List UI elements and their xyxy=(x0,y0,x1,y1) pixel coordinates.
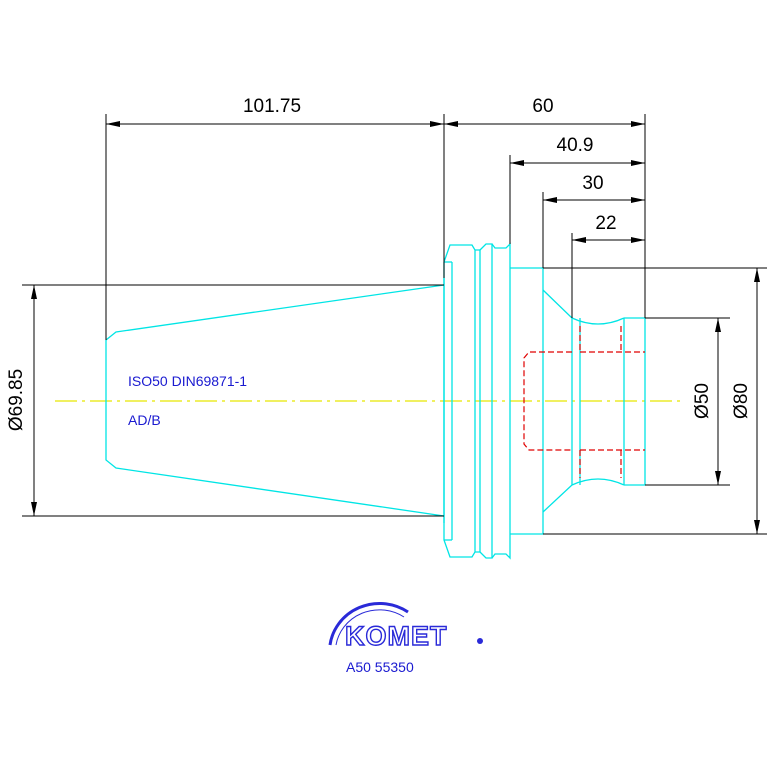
dimension-lines xyxy=(31,121,760,534)
hidden-bore xyxy=(523,326,645,478)
note-form: AD/B xyxy=(128,412,161,428)
dim-length-a: 40.9 xyxy=(557,135,594,156)
dim-diameter-bore: Ø50 xyxy=(692,383,713,419)
dim-diameter-outer: Ø80 xyxy=(731,383,752,419)
logo-dot xyxy=(477,638,483,644)
dim-length-c: 22 xyxy=(595,213,616,234)
dim-length-total: 60 xyxy=(532,96,553,117)
komet-logo: KOMET xyxy=(328,602,483,652)
logo-arc xyxy=(328,602,409,646)
dim-length-taper: 101.75 xyxy=(243,96,301,117)
part-number: A50 55350 xyxy=(346,659,414,675)
note-standard: ISO50 DIN69871-1 xyxy=(128,373,247,389)
dim-length-b: 30 xyxy=(582,173,603,194)
logo-wordmark: KOMET xyxy=(345,621,448,651)
flange xyxy=(443,242,511,560)
extension-lines xyxy=(22,114,767,535)
dim-diameter-taper: Ø69.85 xyxy=(6,369,27,431)
front-body xyxy=(510,267,646,535)
